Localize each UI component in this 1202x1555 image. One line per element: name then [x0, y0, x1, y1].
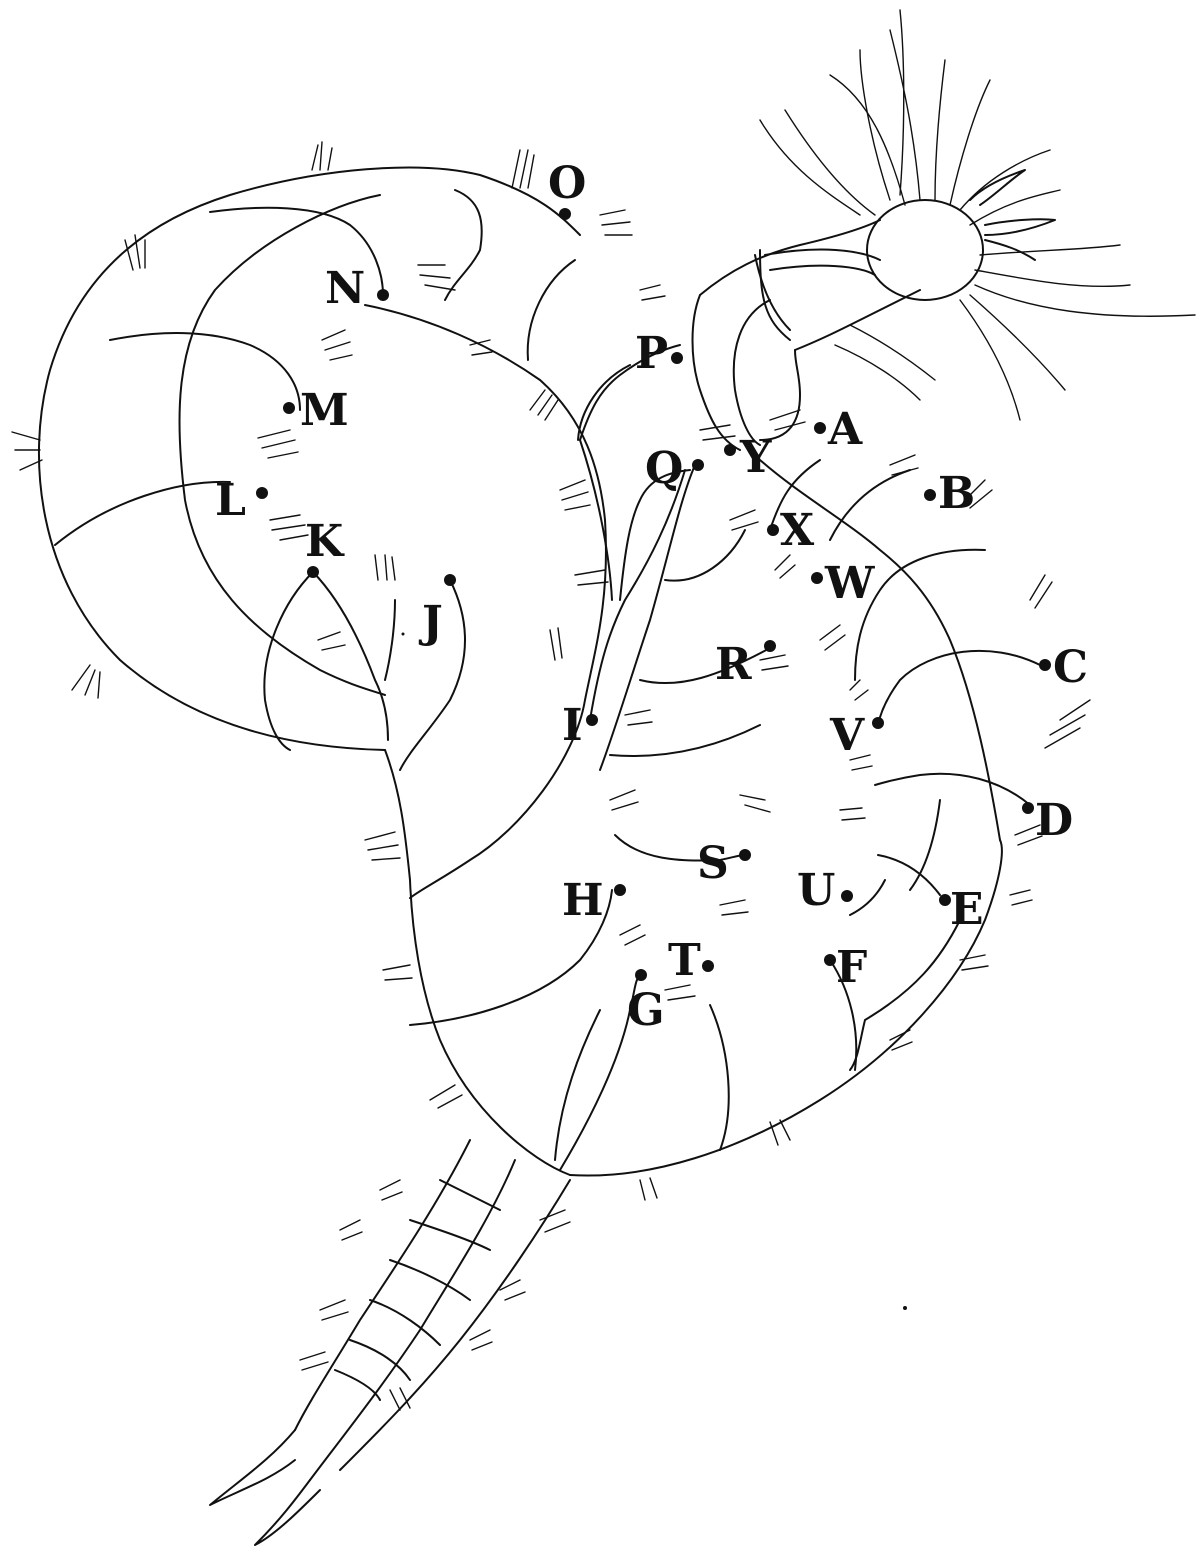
dot-x [767, 524, 779, 536]
dot-k [307, 566, 319, 578]
dot-p [671, 352, 683, 364]
label-a: A [827, 404, 863, 455]
label-s: S [697, 838, 729, 889]
dot-r [764, 640, 776, 652]
letter-labels: A B C D E F G H I J K L M N O P Q R S T … [215, 158, 1088, 1036]
dot-v [872, 717, 884, 729]
dot-a [814, 422, 826, 434]
dot-q [692, 459, 704, 471]
label-n: N [325, 263, 365, 314]
dot-b [924, 489, 936, 501]
label-e: E [950, 884, 984, 935]
speck [402, 633, 405, 636]
dot-d [1022, 802, 1034, 814]
label-t: T [668, 935, 701, 986]
label-j: J [418, 597, 443, 648]
dot-y [724, 444, 736, 456]
label-h: H [562, 875, 604, 926]
larva-outline [39, 10, 1195, 1545]
label-q: Q [645, 443, 683, 494]
label-x: X [780, 505, 815, 556]
dot-u [841, 890, 853, 902]
label-u: U [797, 865, 835, 916]
dot-o [559, 208, 571, 220]
label-l: L [215, 475, 246, 526]
dot-f [824, 954, 836, 966]
dot-i [586, 714, 598, 726]
leader-dots [256, 208, 1051, 981]
speck [903, 1306, 907, 1310]
label-i: I [562, 700, 583, 751]
dot-j [444, 574, 456, 586]
label-o: O [548, 158, 586, 209]
dot-t [702, 960, 714, 972]
label-m: M [300, 385, 349, 436]
label-p: P [635, 328, 668, 379]
label-v: V [829, 710, 865, 761]
dot-w [811, 572, 823, 584]
label-d: D [1035, 795, 1073, 846]
label-b: B [938, 468, 975, 519]
dot-m [283, 402, 295, 414]
label-c: C [1053, 642, 1088, 693]
dot-c [1039, 659, 1051, 671]
dot-s [739, 849, 751, 861]
label-y: Y [739, 432, 772, 483]
dot-g [635, 969, 647, 981]
label-g: G [627, 985, 665, 1036]
label-w: W [824, 558, 875, 609]
label-k: K [305, 516, 345, 567]
label-f: F [836, 942, 867, 993]
dot-h [614, 884, 626, 896]
dot-l [256, 487, 268, 499]
label-r: R [715, 639, 752, 690]
dot-n [377, 289, 389, 301]
